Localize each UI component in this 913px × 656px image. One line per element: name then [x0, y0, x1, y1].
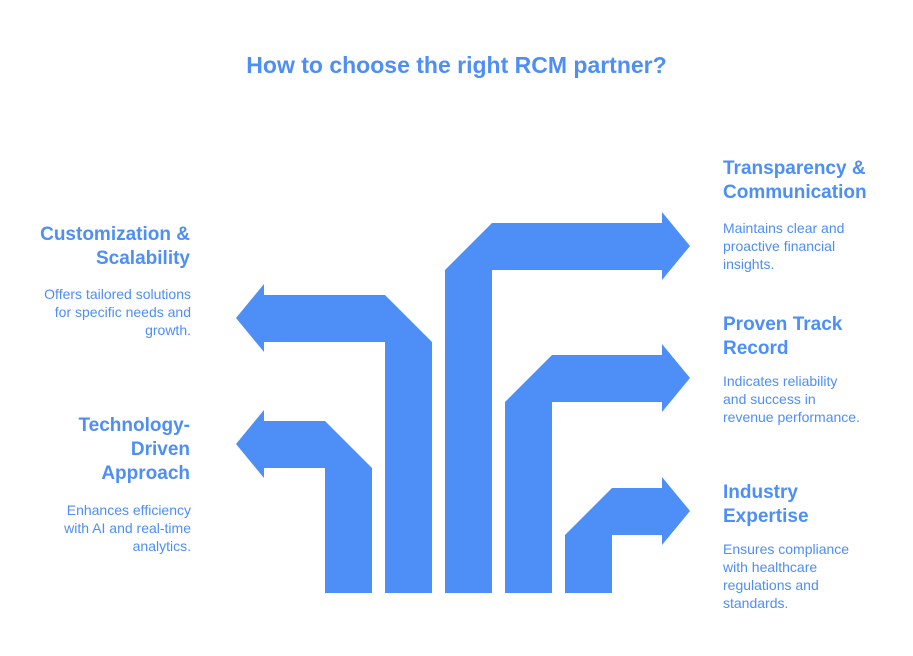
customization-arrow	[236, 284, 432, 593]
industry-description: Ensures compliance with healthcare regul…	[723, 541, 850, 611]
technology-description: Enhances efficiency with AI and real-tim…	[64, 502, 191, 554]
transparency-heading: Transparency & Communication	[723, 158, 867, 203]
track-record-heading: Proven Track Record	[723, 314, 843, 359]
technology-arrow	[236, 410, 372, 593]
page-title: How to choose the right RCM partner?	[246, 52, 667, 78]
industry-heading: Industry Expertise	[723, 482, 809, 527]
technology-heading: Technology-Driven Approach	[78, 415, 190, 484]
track-record-arrow	[505, 344, 690, 593]
customization-heading: Customization & Scalability	[40, 224, 190, 269]
transparency-description: Maintains clear and proactive financial …	[723, 220, 845, 272]
transparency-arrow	[445, 212, 690, 593]
industry-arrow	[565, 477, 690, 593]
track-record-description: Indicates reliability and success in rev…	[723, 373, 860, 425]
customization-description: Offers tailored solutions for specific n…	[44, 286, 191, 338]
